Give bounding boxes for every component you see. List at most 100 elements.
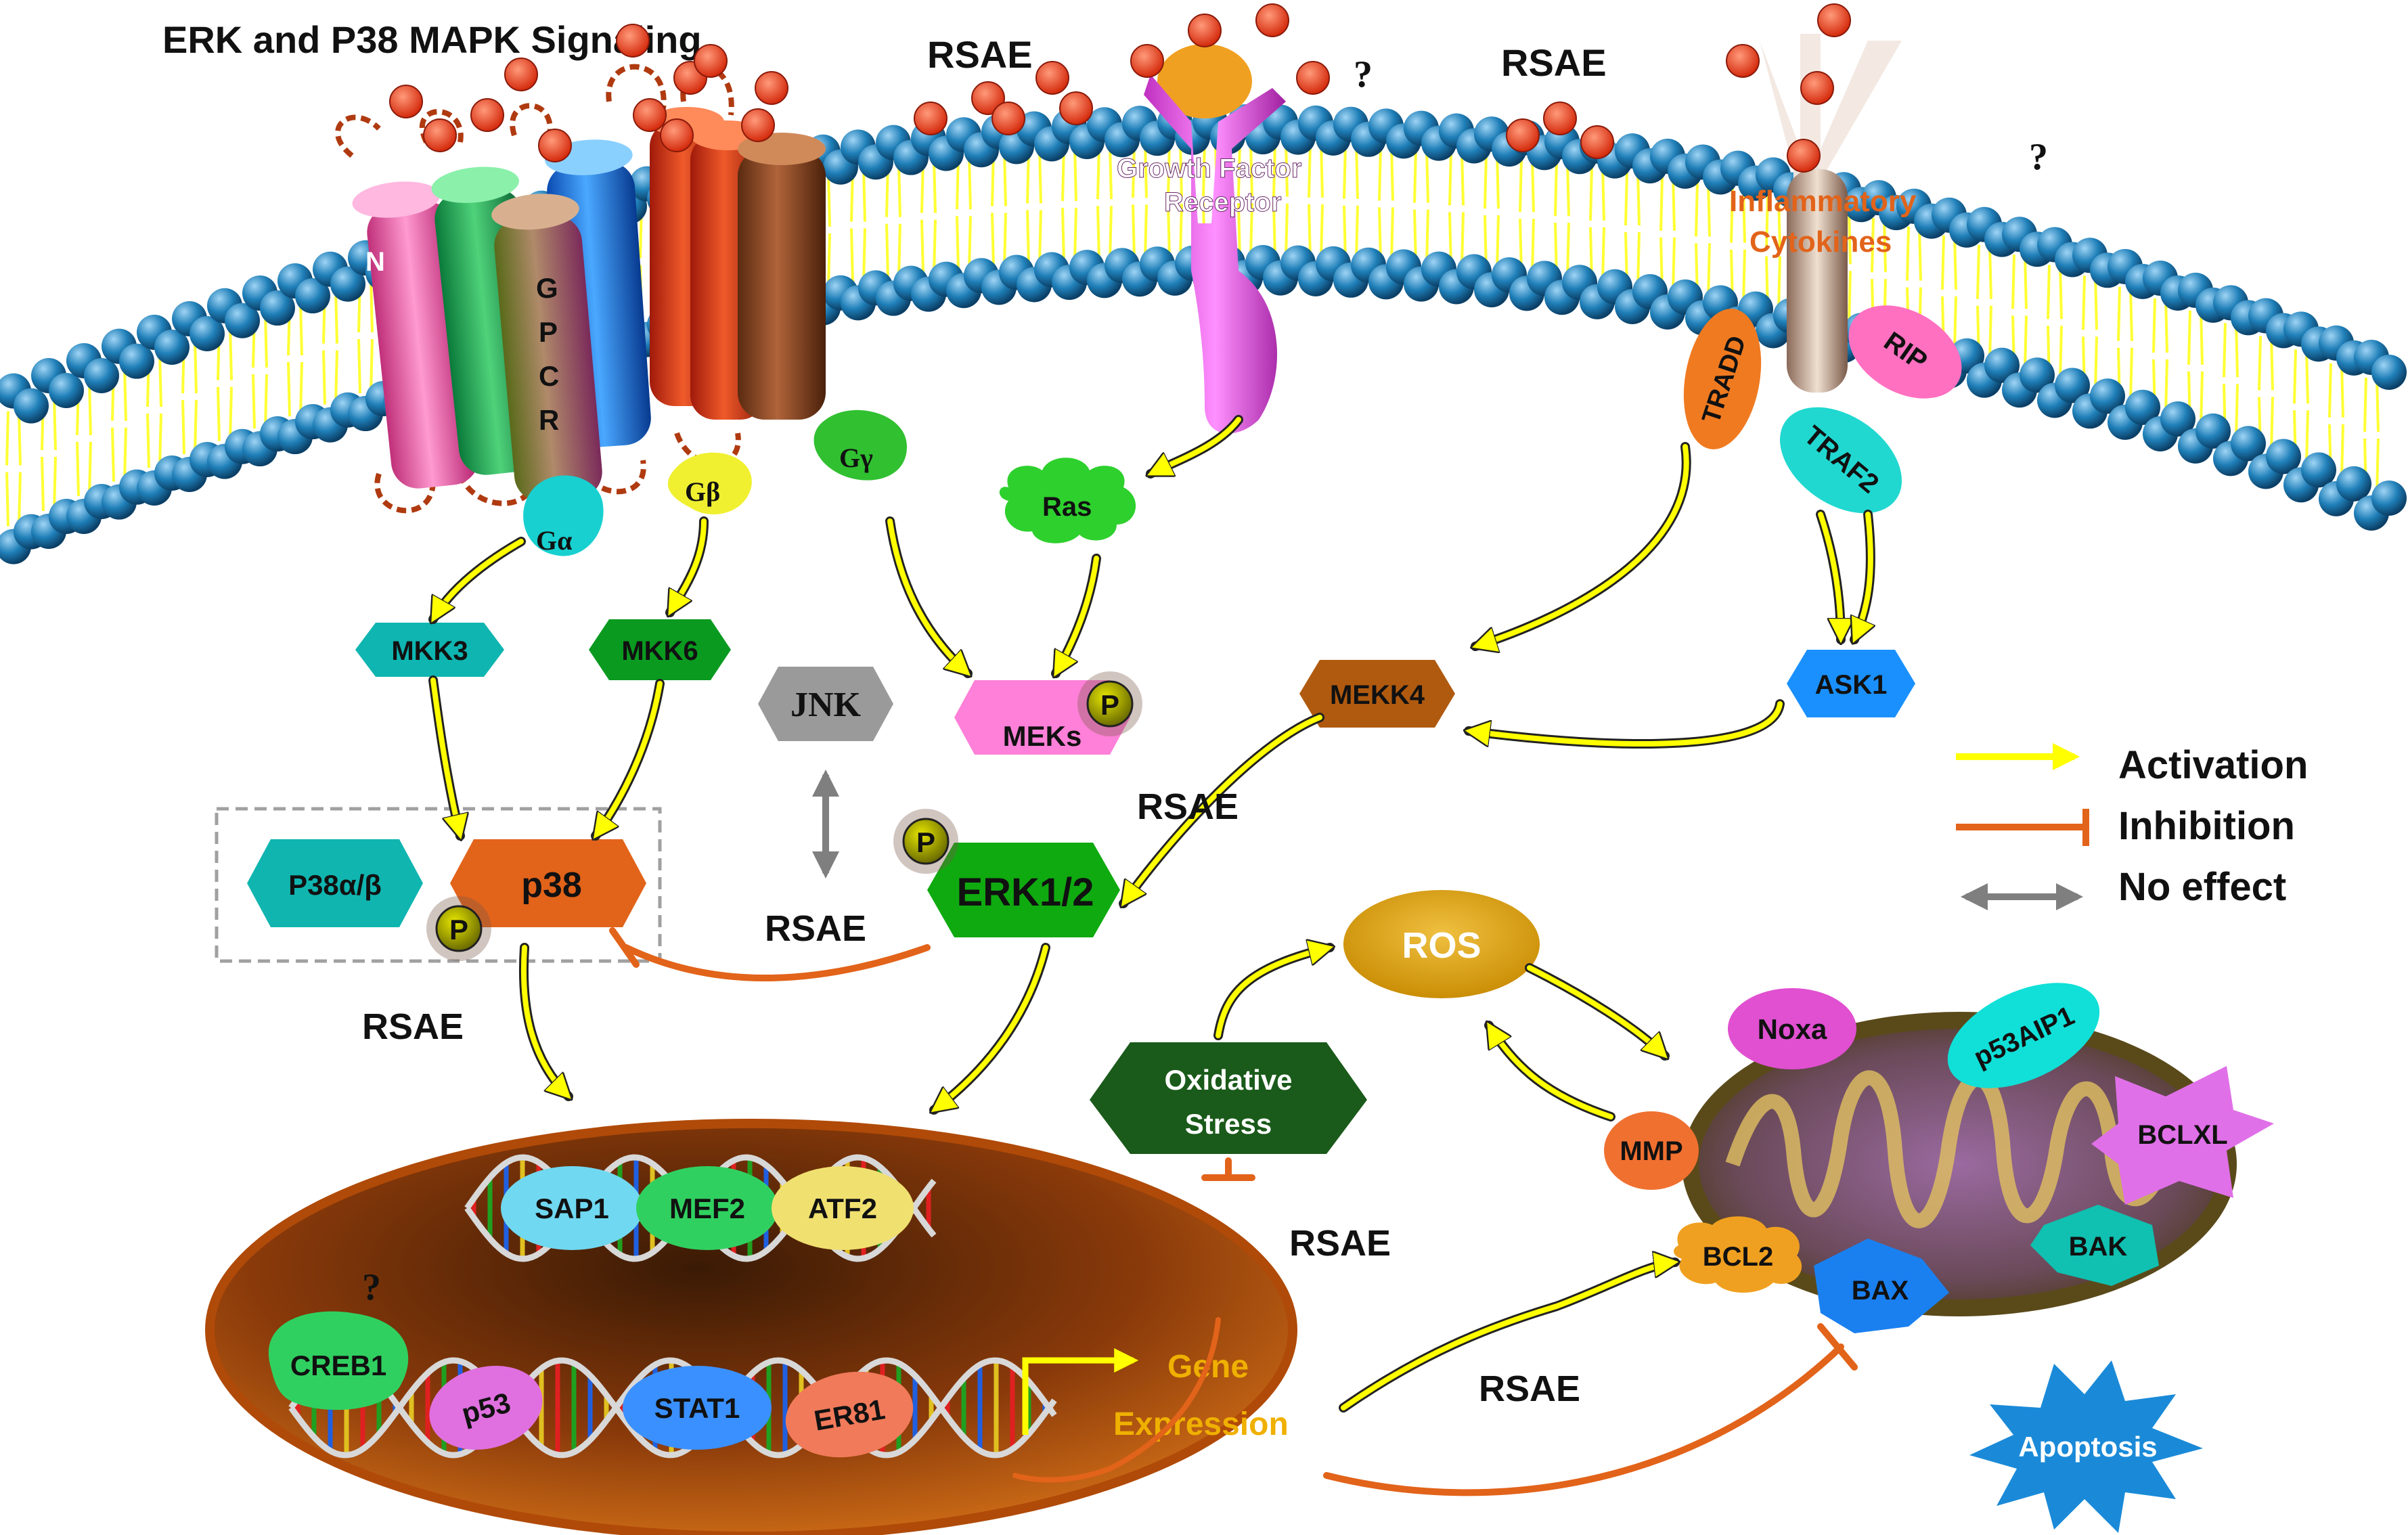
svg-text:Noxa: Noxa bbox=[1758, 1013, 1827, 1045]
inhibition-lines bbox=[609, 927, 1858, 1496]
mito-noxa: Noxa bbox=[1728, 988, 1856, 1069]
meks-phospho-badge: P bbox=[1077, 671, 1142, 736]
tf-mef2: MEF2 bbox=[636, 1166, 778, 1250]
svg-text:SAP1: SAP1 bbox=[535, 1193, 609, 1224]
gpcr-letter-p: P bbox=[539, 316, 558, 348]
p38-complex-box bbox=[215, 807, 662, 963]
oxidative-stress-node: Oxidative Stress bbox=[1090, 1042, 1367, 1154]
svg-text:MMP: MMP bbox=[1620, 1136, 1682, 1166]
svg-text:ATF2: ATF2 bbox=[808, 1193, 877, 1224]
rsae-label-top-2: RSAE bbox=[1501, 41, 1607, 84]
legend-activation-label: Activation bbox=[2118, 743, 2308, 787]
mkk6-node: MKK6 bbox=[589, 619, 731, 680]
rsae-label-p38-erk: RSAE bbox=[765, 908, 866, 949]
mito-bclxl: BCLXL bbox=[2091, 1066, 2274, 1205]
svg-text:MEKK4: MEKK4 bbox=[1330, 680, 1425, 710]
gpcr-n-terminal: N bbox=[365, 247, 385, 277]
rsae-label-mito: RSAE bbox=[1479, 1369, 1580, 1409]
ras-node: Ras bbox=[999, 458, 1136, 543]
svg-text:BAK: BAK bbox=[2069, 1232, 2128, 1262]
svg-text:STAT1: STAT1 bbox=[654, 1392, 740, 1424]
legend-no-effect-label: No effect bbox=[2118, 865, 2286, 909]
svg-text:P: P bbox=[1100, 689, 1119, 721]
legend-inhibition-label: Inhibition bbox=[2118, 804, 2295, 848]
svg-text:Gα: Gα bbox=[536, 525, 572, 556]
tf-er81: ER81 bbox=[785, 1371, 914, 1458]
svg-text:Apoptosis: Apoptosis bbox=[2018, 1431, 2157, 1463]
diagram-title: ERK and P38 MAPK Signaling bbox=[162, 18, 702, 61]
traf2-node: TRAF2 bbox=[1779, 407, 1902, 514]
g-alpha-node: Gα bbox=[523, 475, 604, 556]
svg-text:P38α/β: P38α/β bbox=[288, 869, 382, 901]
g-gamma-node: Gγ bbox=[813, 409, 907, 481]
svg-text:ASK1: ASK1 bbox=[1815, 670, 1888, 700]
svg-text:MEKs: MEKs bbox=[1003, 720, 1082, 752]
gpcr-letter-r: R bbox=[539, 404, 559, 436]
question-mark-nucleus: ? bbox=[362, 1266, 381, 1308]
transcription-start-arrow bbox=[1022, 1348, 1139, 1435]
svg-text:MEF2: MEF2 bbox=[669, 1193, 745, 1224]
mito-mmp: MMP bbox=[1604, 1111, 1699, 1190]
cytokine-receptor: Inflammatory Cytokines bbox=[1729, 34, 1917, 393]
svg-text:Gγ: Gγ bbox=[839, 443, 873, 473]
svg-text:ROS: ROS bbox=[1402, 925, 1481, 966]
svg-text:P: P bbox=[449, 914, 468, 946]
ligand-molecules bbox=[389, 3, 1851, 173]
inflammatory-label-2: Cytokines bbox=[1749, 225, 1892, 259]
mkk3-node: MKK3 bbox=[355, 623, 504, 677]
tf-stat1: STAT1 bbox=[623, 1366, 772, 1450]
question-mark-2: ? bbox=[2029, 136, 2048, 178]
meks-node: MEKs bbox=[954, 680, 1130, 755]
svg-text:P: P bbox=[916, 826, 935, 858]
svg-text:BCLXL: BCLXL bbox=[2137, 1120, 2227, 1150]
svg-text:p38: p38 bbox=[521, 866, 582, 905]
tf-atf2: ATF2 bbox=[772, 1166, 914, 1250]
erk-phospho-badge: P bbox=[893, 809, 958, 874]
svg-text:JNK: JNK bbox=[790, 686, 862, 724]
svg-text:Ras: Ras bbox=[1042, 492, 1092, 522]
tf-sap1: SAP1 bbox=[501, 1166, 643, 1250]
rsae-label-mekk4: RSAE bbox=[1137, 786, 1239, 827]
activation-arrows-fill bbox=[433, 417, 1871, 1410]
erk12-node: ERK1/2 bbox=[927, 843, 1120, 937]
legend: Activation Inhibition No effect bbox=[1956, 743, 2308, 910]
ask1-node: ASK1 bbox=[1787, 650, 1915, 717]
gpcr-letter-c: C bbox=[539, 360, 559, 392]
mekk4-node: MEKK4 bbox=[1299, 660, 1455, 728]
ros-node: ROS bbox=[1343, 890, 1540, 998]
growth-factor-receptor: Growth Factor Receptor bbox=[1117, 44, 1302, 434]
growth-factor-label-2: Receptor bbox=[1164, 187, 1281, 217]
mito-p53aip1: p53AIP1 bbox=[1947, 983, 2100, 1088]
svg-text:BAX: BAX bbox=[1852, 1276, 1909, 1306]
growth-factor-label-1: Growth Factor bbox=[1117, 154, 1301, 183]
svg-text:ERK1/2: ERK1/2 bbox=[956, 870, 1094, 914]
svg-text:Gβ: Gβ bbox=[685, 476, 720, 507]
mito-bax: BAX bbox=[1814, 1239, 1949, 1333]
svg-text:Stress: Stress bbox=[1185, 1108, 1272, 1140]
mito-bak: BAK bbox=[2030, 1205, 2159, 1286]
svg-text:CREB1: CREB1 bbox=[290, 1350, 386, 1381]
svg-text:MKK3: MKK3 bbox=[391, 636, 468, 666]
svg-text:MKK6: MKK6 bbox=[621, 636, 698, 666]
p38-phospho-badge: P bbox=[426, 896, 491, 961]
mito-bcl2: BCL2 bbox=[1674, 1216, 1802, 1293]
apoptosis-burst: Apoptosis bbox=[1969, 1360, 2203, 1533]
gpcr-letter-g: G bbox=[536, 272, 558, 304]
tradd-node: TRADD bbox=[1683, 309, 1762, 449]
p38-node: p38 bbox=[450, 839, 646, 927]
tf-p53: p53 bbox=[429, 1366, 543, 1450]
g-beta-node: Gβ bbox=[667, 452, 752, 514]
rsae-label-oxidative: RSAE bbox=[1289, 1223, 1391, 1264]
question-mark-1: ? bbox=[1354, 53, 1373, 95]
svg-text:BCL2: BCL2 bbox=[1703, 1242, 1773, 1272]
rsae-label-top-1: RSAE bbox=[927, 33, 1033, 76]
p38ab-node: P38α/β bbox=[247, 839, 423, 927]
gene-expression-label-2: Expression bbox=[1113, 1406, 1289, 1442]
rip-node: RIP bbox=[1848, 305, 1962, 399]
svg-text:Oxidative: Oxidative bbox=[1164, 1064, 1292, 1096]
rsae-label-p38: RSAE bbox=[362, 1006, 464, 1047]
gpcr-receptor: N G P C R bbox=[335, 64, 826, 514]
inflammatory-label-1: Inflammatory bbox=[1729, 185, 1917, 218]
tf-creb1: CREB1 bbox=[268, 1311, 409, 1410]
